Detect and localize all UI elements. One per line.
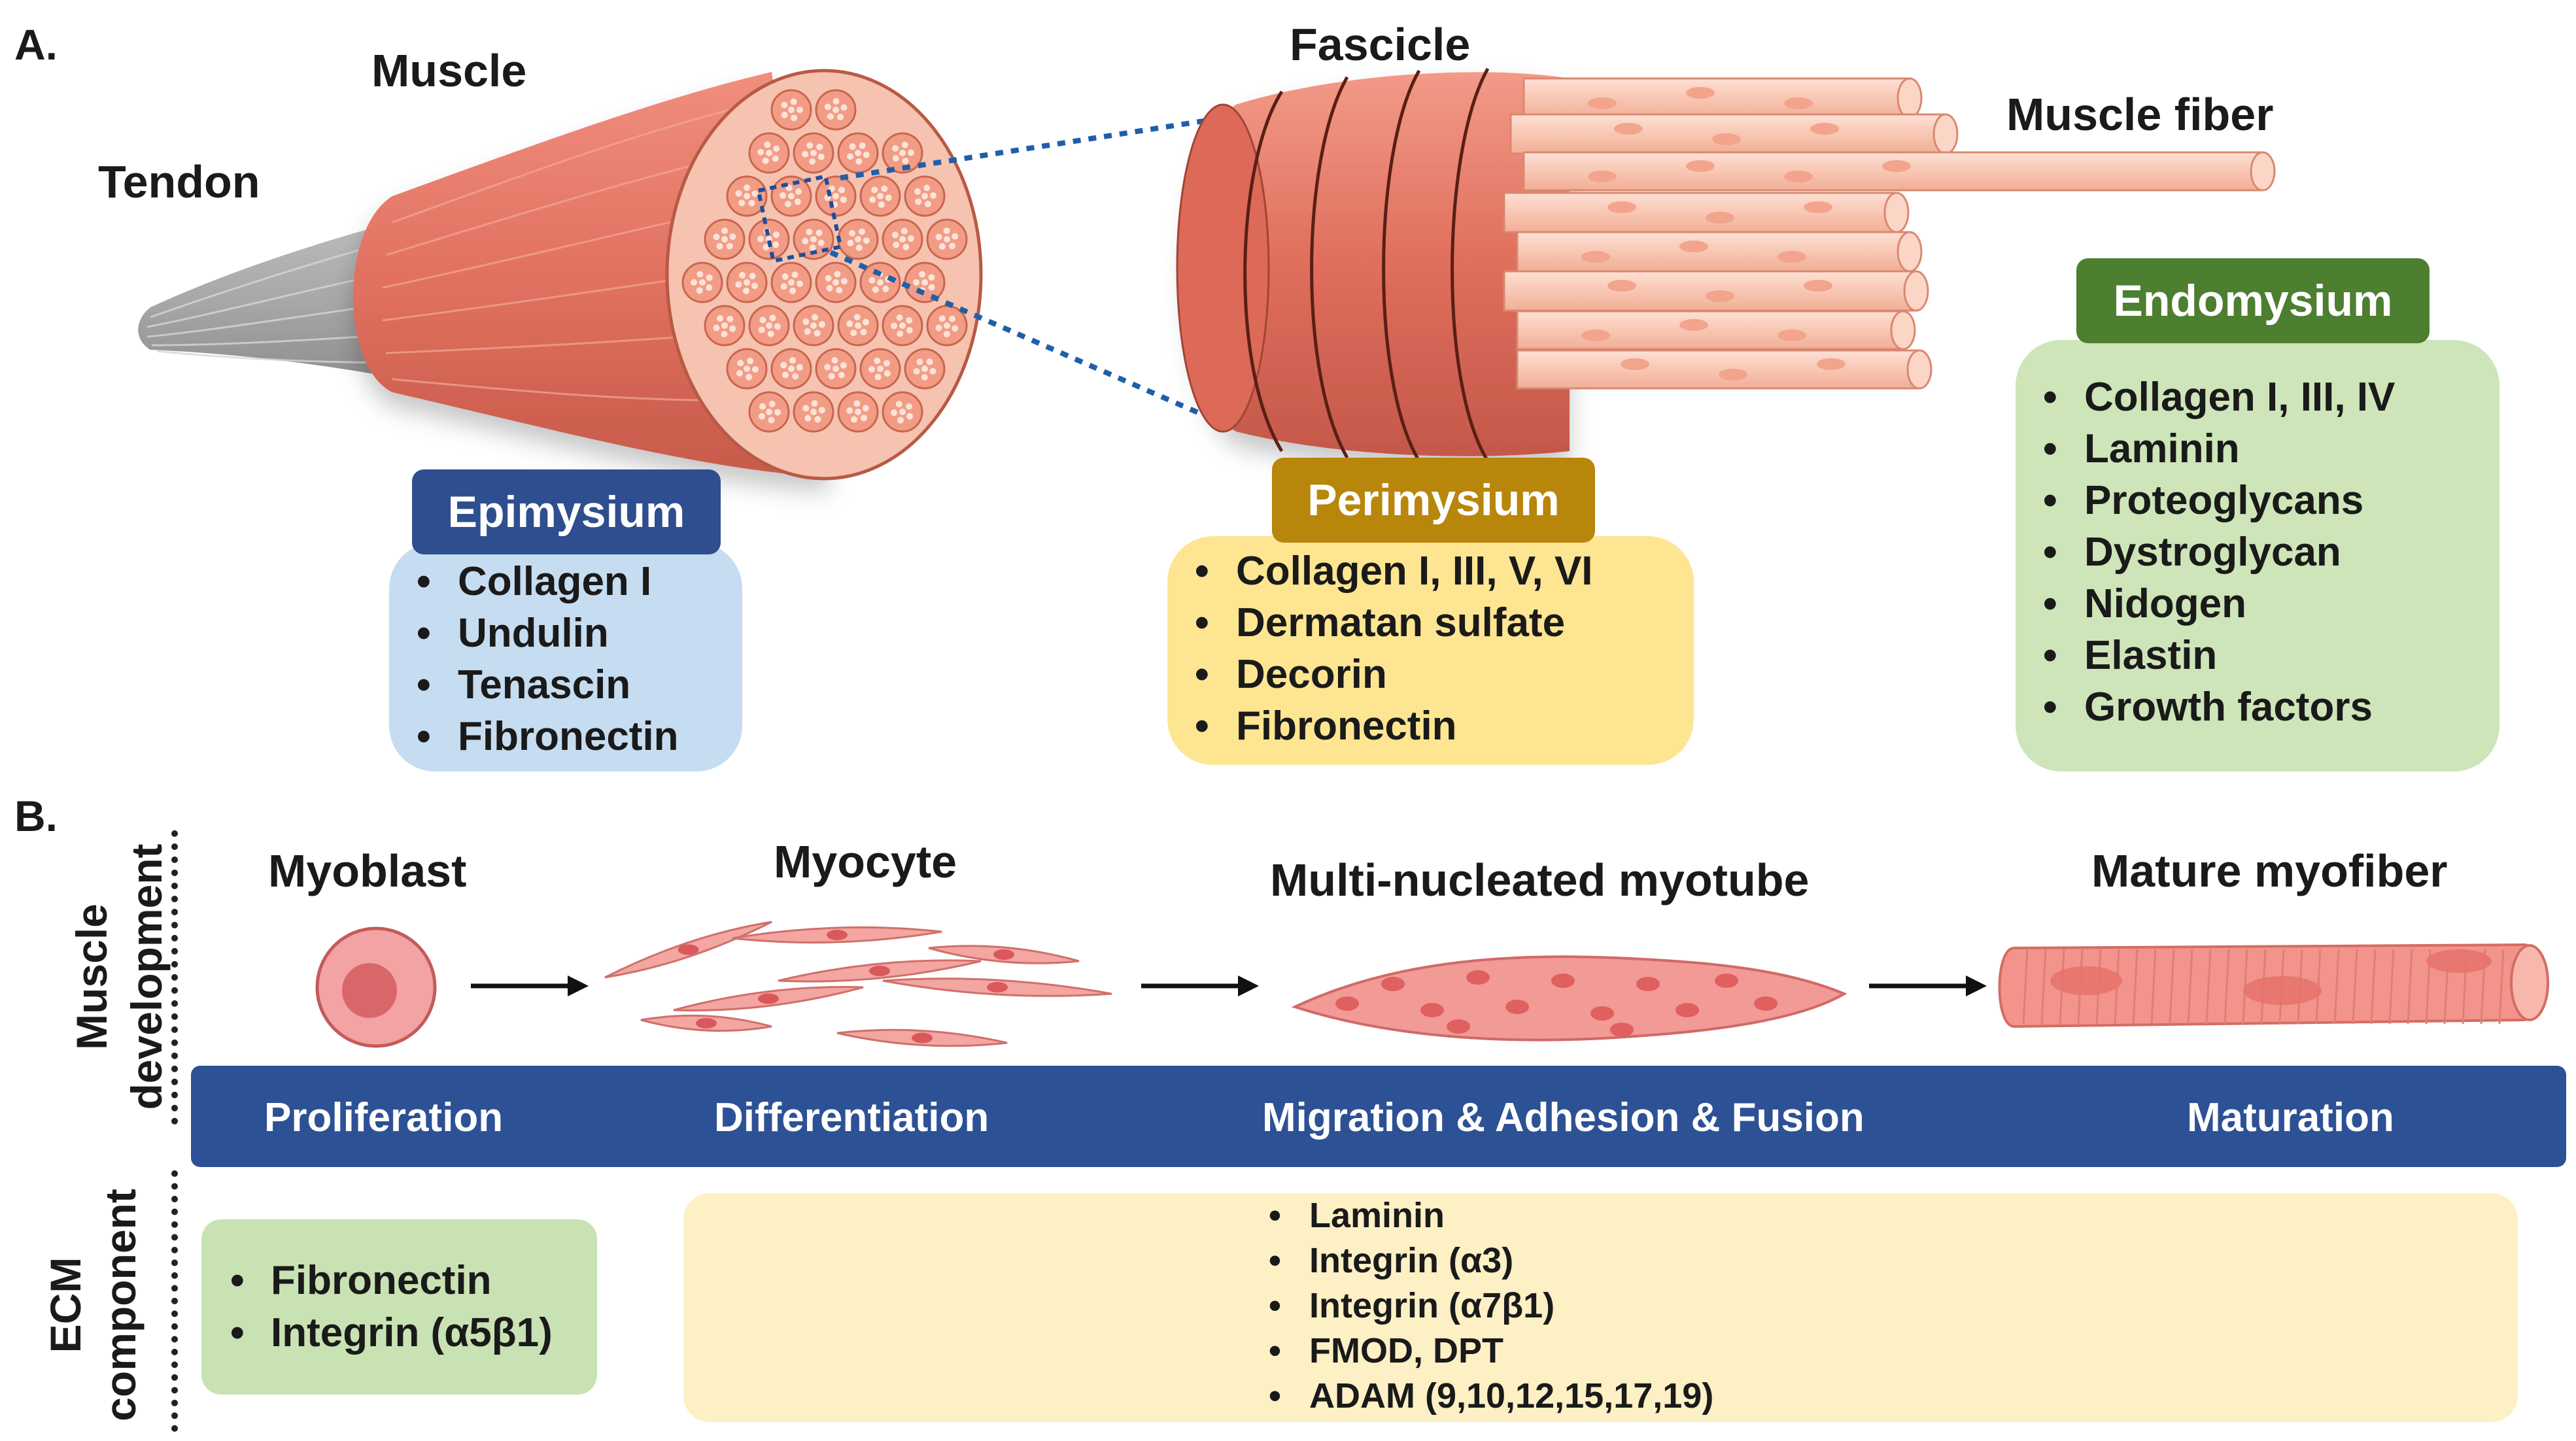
- epimysium-item: Tenascin: [389, 659, 679, 711]
- muscle-fiber-strand: [1516, 310, 1916, 350]
- perimysium-item: Decorin: [1167, 649, 1593, 700]
- stage-arrows: [471, 975, 1987, 996]
- ecm-right-item: Integrin (α3): [1269, 1238, 1713, 1283]
- muscle-fiber-strand: [1522, 77, 1923, 119]
- stage-band: Proliferation Differentiation Migration …: [191, 1066, 2566, 1167]
- endomysium-item: Laminin: [2016, 423, 2395, 475]
- endomysium-item: Proteoglycans: [2016, 475, 2395, 526]
- band-maturation: Maturation: [2187, 1095, 2394, 1140]
- myotube-label: Multi-nucleated myotube: [1270, 855, 1810, 906]
- muscle-fiber-strand: [1516, 349, 1932, 390]
- myoblast-cell: [315, 926, 437, 1048]
- band-proliferation: Proliferation: [264, 1095, 504, 1140]
- epimysium-item: Collagen I: [389, 556, 679, 607]
- ecm-right-item: ADAM (9,10,12,15,17,19): [1269, 1374, 1713, 1419]
- ecm-component-line2: component: [96, 1189, 145, 1421]
- muscle-fiber-strand: [1503, 192, 1910, 233]
- epimysium-box: Collagen I Undulin Tenascin Fibronectin: [389, 543, 742, 771]
- muscle-cross-section: [665, 69, 983, 481]
- perimysium-item: Dermatan sulfate: [1167, 597, 1593, 649]
- panel-a-letter: A.: [14, 20, 58, 69]
- muscle-label: Muscle: [371, 45, 527, 96]
- endomysium-item: Dystroglycan: [2016, 526, 2395, 578]
- epimysium-header: Epimysium: [412, 469, 721, 554]
- muscle-fiber-label: Muscle fiber: [2006, 89, 2274, 140]
- endomysium-item: Collagen I, III, IV: [2016, 371, 2395, 423]
- muscle-fiber-strand: [1522, 151, 2276, 192]
- myofiber-label: Mature myofiber: [2091, 845, 2448, 896]
- perimysium-item: Collagen I, III, V, VI: [1167, 545, 1593, 597]
- endomysium-header: Endomysium: [2076, 258, 2430, 343]
- muscle-fiber-strand: [1516, 231, 1923, 273]
- ecm-component-line1: ECM: [41, 1257, 90, 1353]
- endomysium-box: Collagen I, III, IV Laminin Proteoglycan…: [2016, 340, 2499, 771]
- endomysium-item: Growth factors: [2016, 681, 2395, 733]
- muscle-fiber-strand: [1509, 113, 1959, 155]
- ecm-right-box: Laminin Integrin (α3) Integrin (α7β1) FM…: [683, 1193, 2518, 1422]
- fascicle-label: Fascicle: [1290, 19, 1471, 70]
- epimysium-item: Fibronectin: [389, 711, 679, 762]
- perimysium-box: Collagen I, III, V, VI Dermatan sulfate …: [1167, 536, 1694, 765]
- ecm-left-box: Fibronectin Integrin (α5β1): [201, 1219, 597, 1395]
- fascicle-illustration: [1176, 67, 2276, 462]
- ecm-dotted-divider: [171, 1170, 178, 1432]
- ecm-right-item: Laminin: [1269, 1193, 1713, 1238]
- tendon-label: Tendon: [98, 156, 260, 207]
- muscle-development-line1: Muscle: [67, 904, 116, 1050]
- muscle-development-line2: development: [122, 843, 171, 1110]
- muscle-development-label: Muscle development: [64, 826, 174, 1127]
- ecm-right-item: FMOD, DPT: [1269, 1329, 1713, 1374]
- endomysium-item: Nidogen: [2016, 578, 2395, 630]
- dev-dotted-divider: [171, 830, 178, 1125]
- ecm-right-item: Integrin (α7β1): [1269, 1283, 1713, 1329]
- panel-b-letter: B.: [14, 792, 58, 840]
- ecm-left-item: Integrin (α5β1): [230, 1307, 553, 1359]
- myoblast-label: Myoblast: [268, 845, 467, 896]
- ecm-left-item: Fibronectin: [230, 1255, 553, 1307]
- perimysium-header: Perimysium: [1272, 458, 1595, 543]
- myotube-cell: [1291, 955, 1847, 1042]
- ecm-component-label: ECM component: [38, 1174, 148, 1436]
- muscle-fiber-strand: [1503, 270, 1929, 312]
- zoom-lines: [829, 116, 1231, 429]
- epimysium-item: Undulin: [389, 607, 679, 659]
- myofiber-cell: [1998, 943, 2549, 1028]
- band-differentiation: Differentiation: [714, 1095, 989, 1140]
- myocyte-label: Myocyte: [774, 836, 957, 887]
- perimysium-item: Fibronectin: [1167, 700, 1593, 752]
- band-migration-adhesion-fusion: Migration & Adhesion & Fusion: [1262, 1095, 1864, 1140]
- myocyte-cells: [604, 921, 1112, 1047]
- endomysium-item: Elastin: [2016, 630, 2395, 681]
